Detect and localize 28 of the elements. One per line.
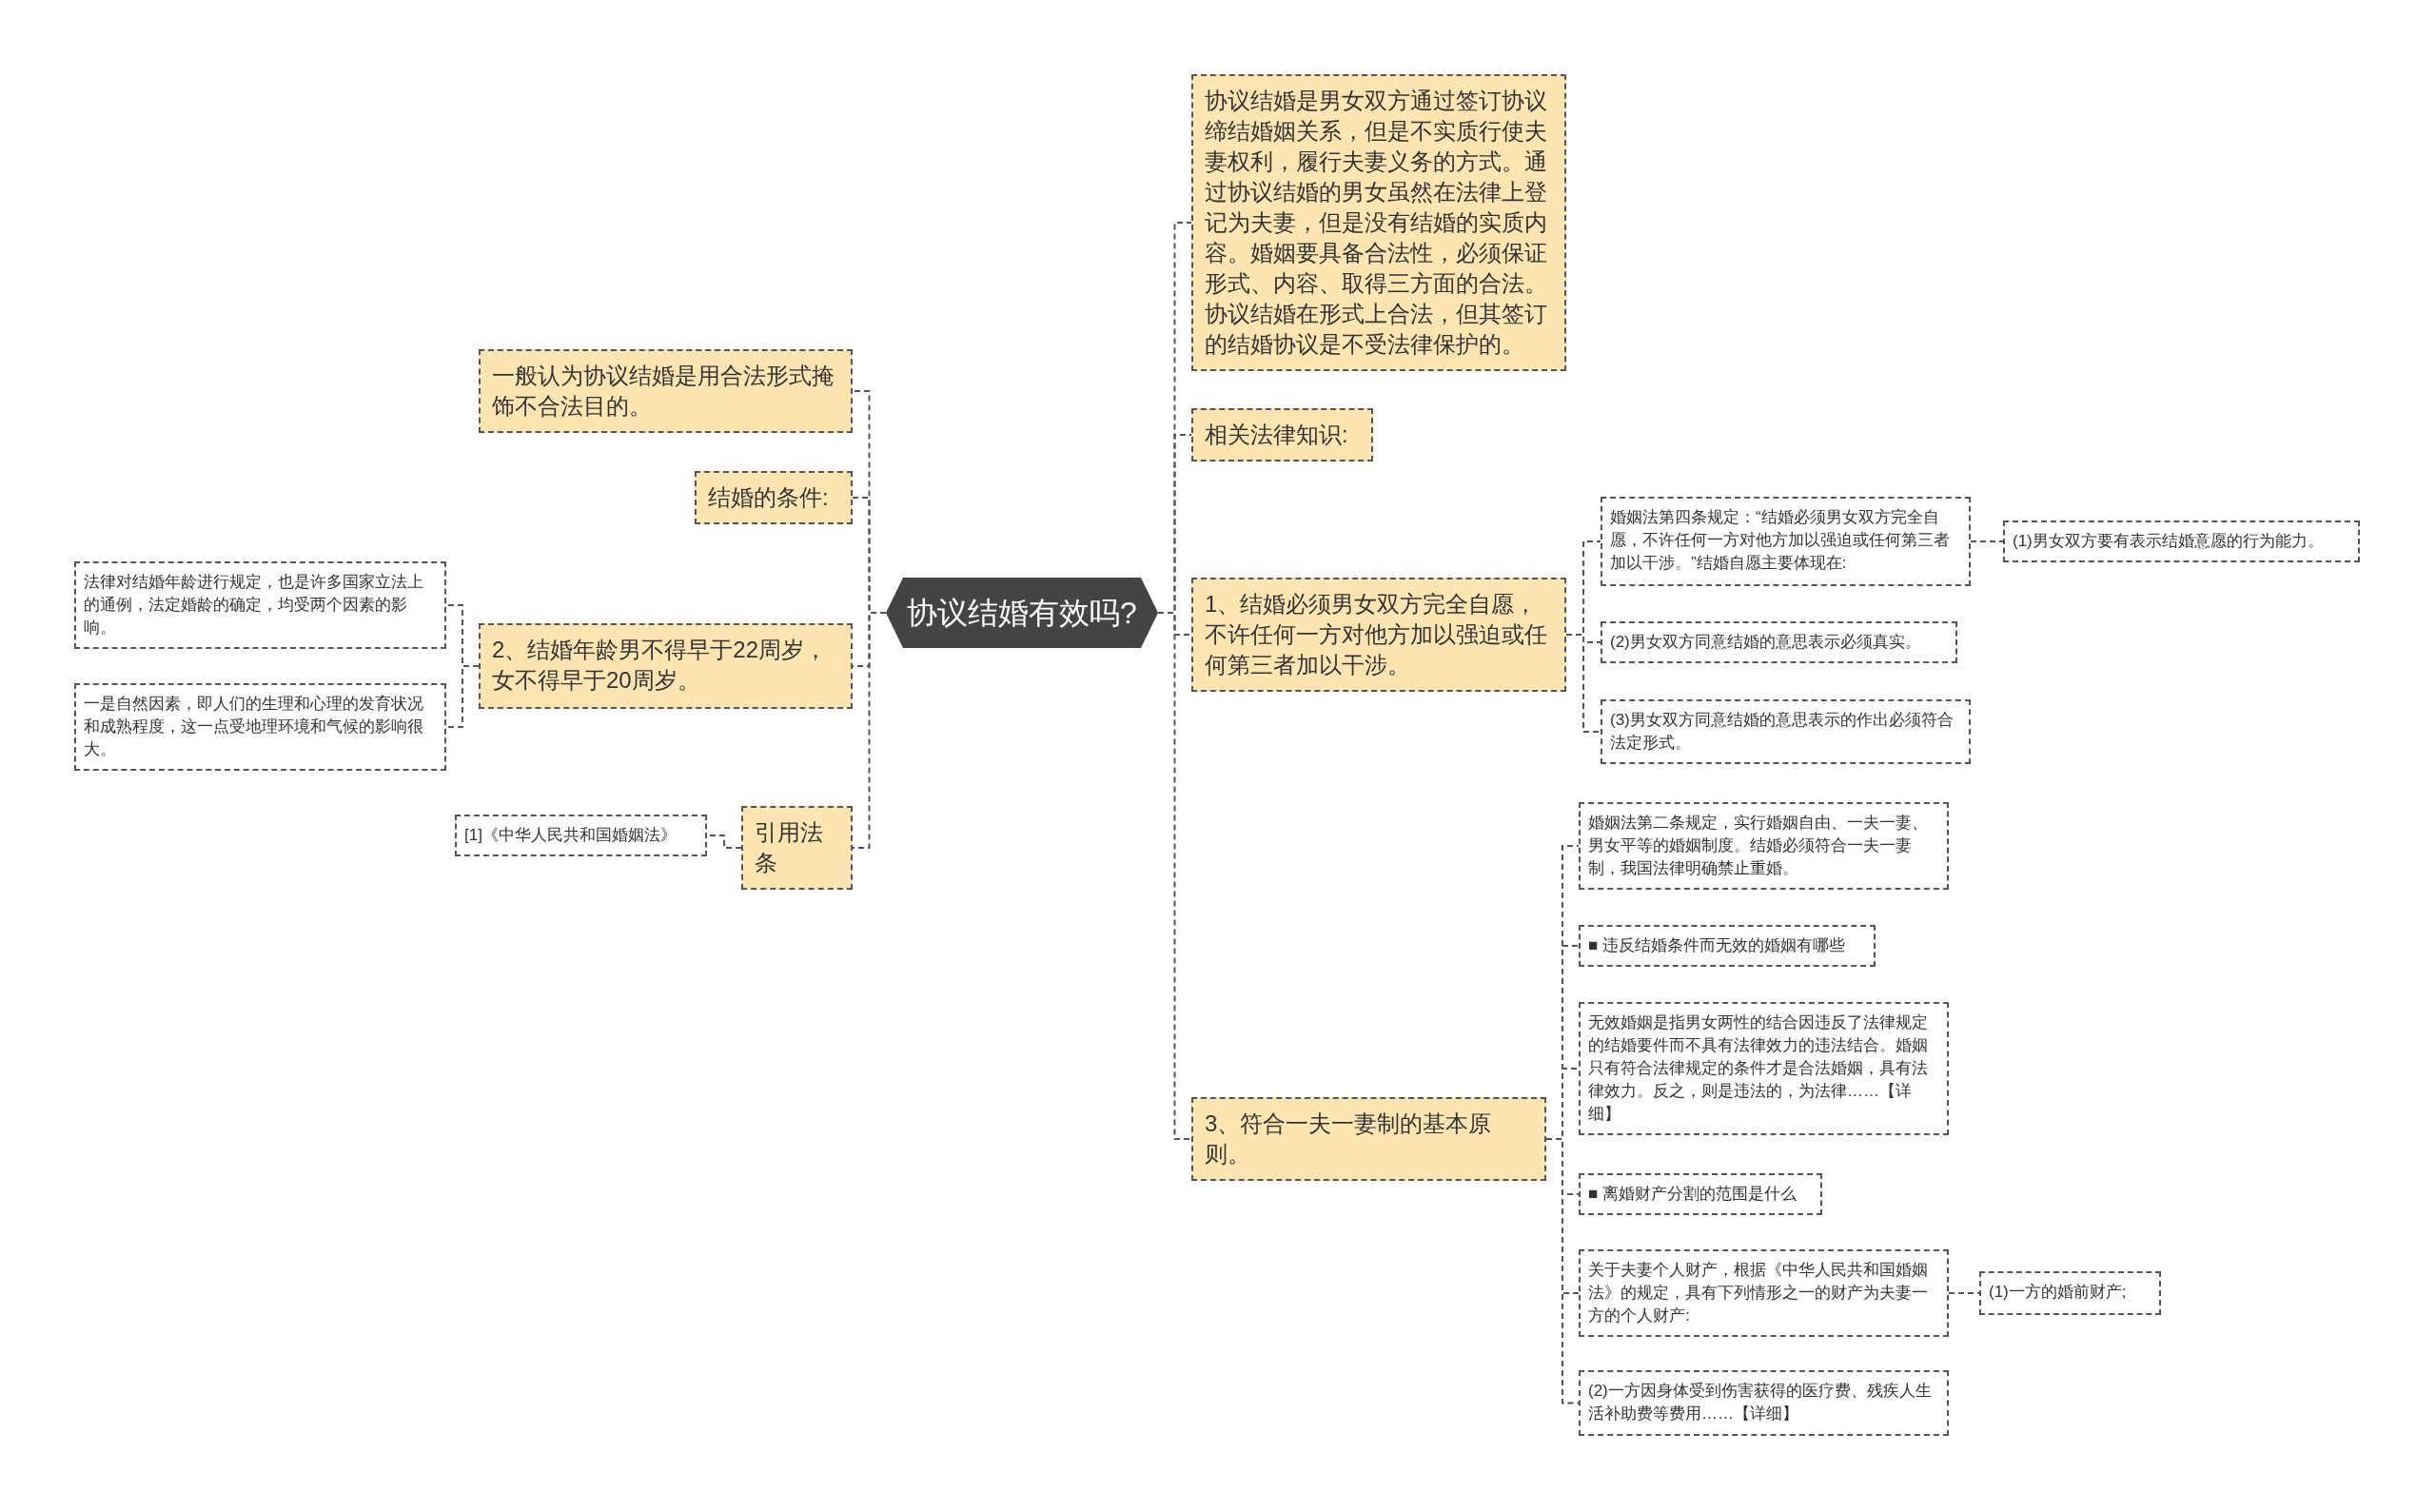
note-box: 关于夫妻个人财产，根据《中华人民共和国婚姻法》的规定，具有下列情形之一的财产为夫妻一方的个人财产: bbox=[1579, 1249, 1949, 1337]
connector bbox=[1970, 540, 2004, 542]
note-box: 婚姻法第四条规定：“结婚必须男女双方完全自愿，不许任何一方对他方加以强迫或任何第三者加以干涉。”结婚自愿主要体现在: bbox=[1601, 497, 1971, 586]
note-box: (1)一方的婚前财产; bbox=[1979, 1271, 2161, 1315]
topic-box: 协议结婚是男女双方通过签订协议缔结婚姻关系，但是不实质行使夫妻权利，履行夫妻义务的方式。通过协议结婚的男女虽然在法律上登记为夫妻，但是没有结婚的实质内容。婚姻要具备合法性，必须保证形式、内容、取得三方面的合法。协议结婚在形式上合法，但其签订的结婚协议是不受法律保护的。 bbox=[1191, 74, 1566, 371]
topic-box: 结婚的条件: bbox=[695, 471, 853, 524]
connector bbox=[1545, 1138, 1580, 1404]
topic-box: 相关法律知识: bbox=[1191, 408, 1373, 461]
topic-hexagon: 协议结婚有效吗? bbox=[886, 578, 1158, 648]
note-box: [1]《中华人民共和国婚姻法》 bbox=[455, 815, 707, 856]
topic-box: 3、符合一夫一妻制的基本原则。 bbox=[1191, 1097, 1546, 1181]
topic-box: 引用法条 bbox=[741, 806, 853, 890]
note-box: ■ 离婚财产分割的范围是什么 bbox=[1579, 1173, 1822, 1215]
connector bbox=[1565, 634, 1601, 733]
connector bbox=[445, 665, 480, 728]
note-box: (2)一方因身体受到伤害获得的医疗费、残疾人生活补助费等费用……【详细】 bbox=[1579, 1370, 1949, 1436]
note-box: (2)男女双方同意结婚的意思表示必须真实。 bbox=[1601, 621, 1957, 663]
topic-box: 2、结婚年龄男不得早于22周岁，女不得早于20周岁。 bbox=[479, 623, 853, 709]
note-box: 无效婚姻是指男女两性的结合因违反了法律规定的结婚要件而不具有法律效力的违法结合。婚姻只有符合法律规定的条件才是合法婚姻，具有法律效力。反之，则是违法的，为法律……【详细】 bbox=[1579, 1002, 1949, 1135]
note-box: ■ 违反结婚条件而无效的婚姻有哪些 bbox=[1579, 925, 1876, 967]
connector bbox=[1948, 1292, 1980, 1294]
note-box: (1)男女双方要有表示结婚意愿的行为能力。 bbox=[2003, 520, 2360, 562]
note-box: 婚姻法第二条规定，实行婚姻自由、一夫一妻、男女平等的婚姻制度。结婚必须符合一夫一妻制，我国法律明确禁止重婚。 bbox=[1579, 802, 1949, 890]
note-box: 一是自然因素，即人们的生理和心理的发育状况和成熟程度，这一点受地理环境和气候的影响很大。 bbox=[74, 683, 446, 771]
note-box: 法律对结婚年龄进行规定，也是许多国家立法上的通例，法定婚龄的确定，均受两个因素的影响。 bbox=[74, 561, 446, 649]
note-box: (3)男女双方同意结婚的意思表示的作出必须符合法定形式。 bbox=[1601, 699, 1971, 764]
topic-box: 一般认为协议结婚是用合法形式掩饰不合法目的。 bbox=[479, 349, 853, 433]
topic-box: 1、结婚必须男女双方完全自愿，不许任何一方对他方加以强迫或任何第三者加以干涉。 bbox=[1191, 578, 1566, 692]
